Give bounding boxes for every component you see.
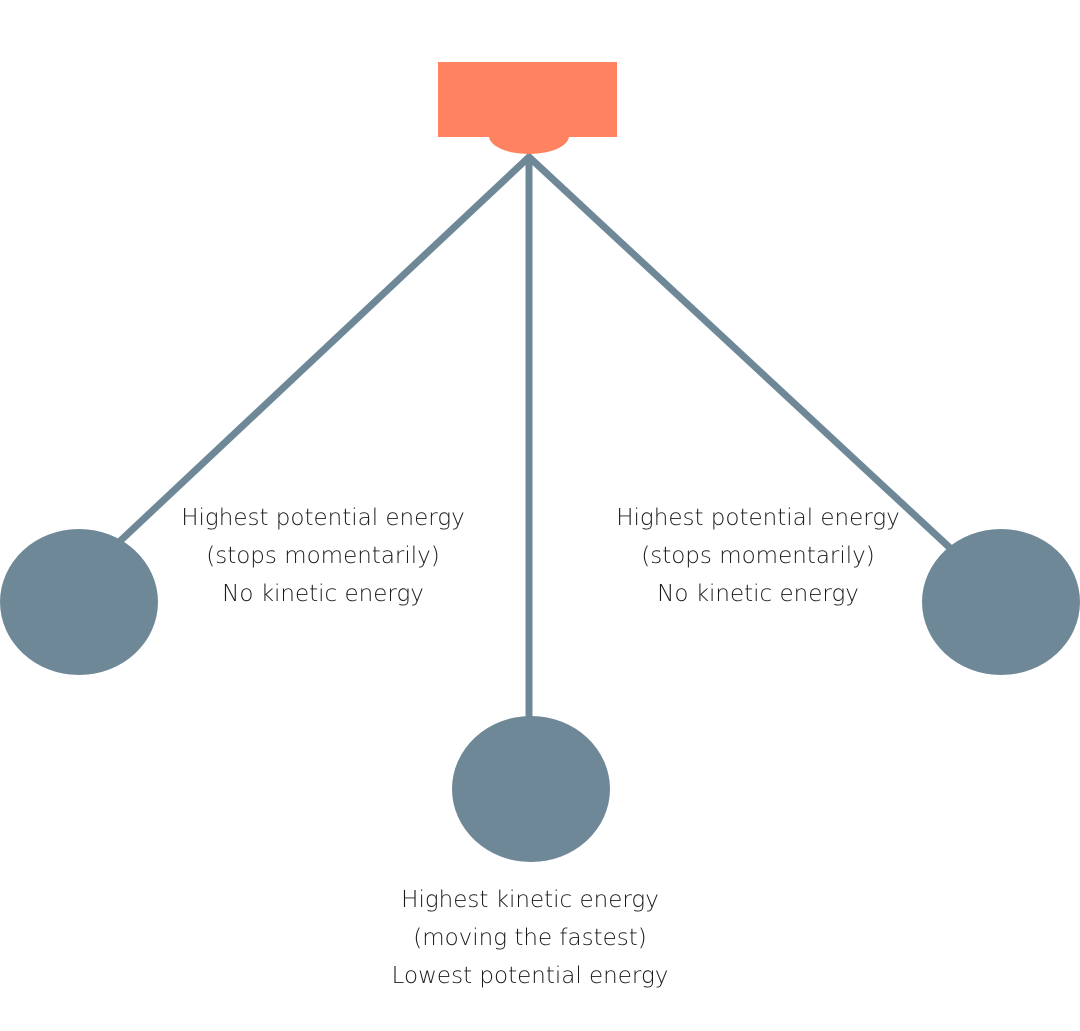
label-bottom-center: Highest kinetic energy (moving the faste… <box>370 881 690 995</box>
label-bottom-line1: Highest kinetic energy <box>401 887 659 913</box>
label-left-extreme: Highest potential energy (stops momentar… <box>163 499 483 613</box>
label-right-line2: (stops momentarily) <box>641 543 875 569</box>
label-left-line3: No kinetic energy <box>222 581 424 607</box>
bob-center <box>452 716 610 862</box>
label-bottom-line2: (moving the fastest) <box>413 925 647 951</box>
label-right-line3: No kinetic energy <box>657 581 859 607</box>
pivot-knob <box>489 118 569 154</box>
string-right <box>525 153 953 551</box>
string-left <box>114 153 533 547</box>
bob-left <box>0 529 158 675</box>
label-bottom-line3: Lowest potential energy <box>391 963 669 989</box>
label-right-line1: Highest potential energy <box>616 505 900 531</box>
label-left-line1: Highest potential energy <box>181 505 465 531</box>
label-right-extreme: Highest potential energy (stops momentar… <box>598 499 918 613</box>
bob-right <box>922 529 1080 675</box>
label-left-line2: (stops momentarily) <box>206 543 440 569</box>
